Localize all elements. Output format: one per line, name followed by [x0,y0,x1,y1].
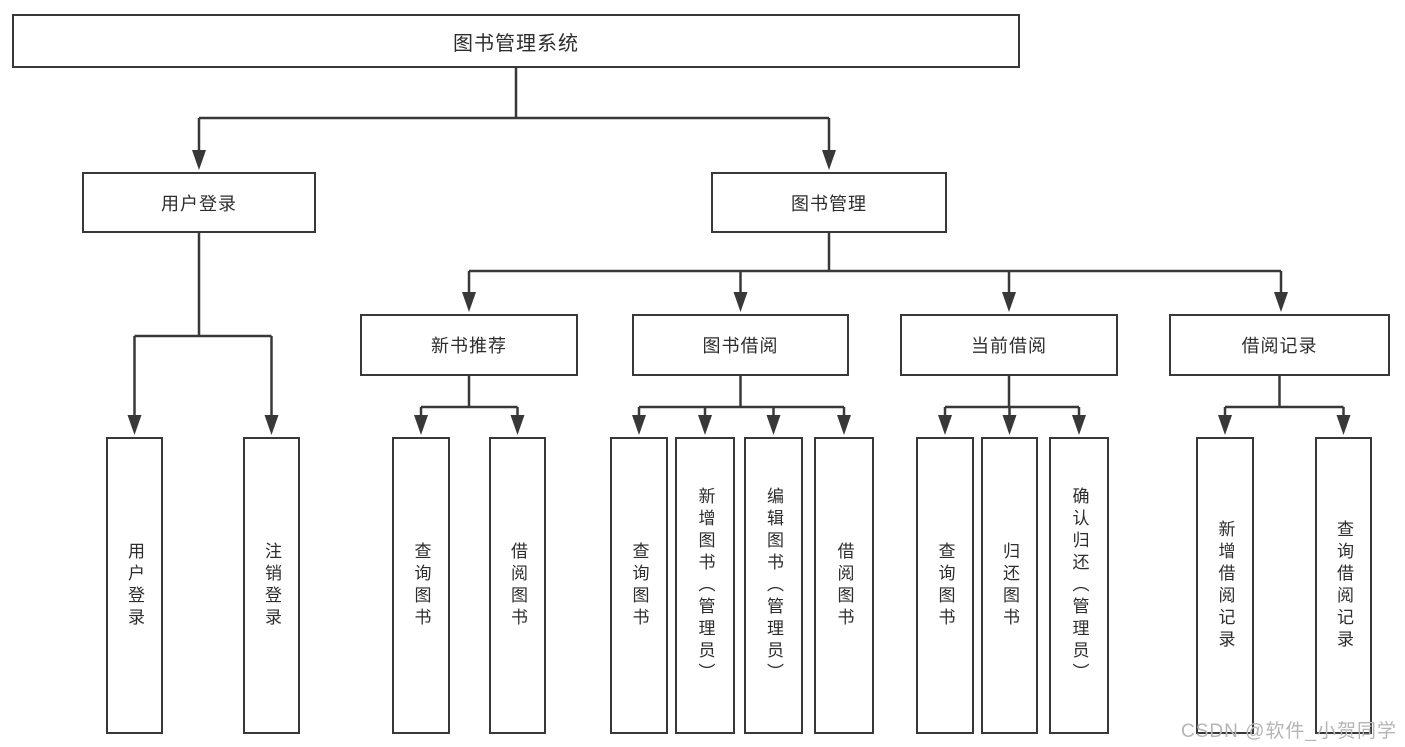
node-current-borrowing: 当前借阅 [900,314,1118,376]
edge-root [197,68,831,152]
arrow-down-icon [510,415,525,435]
leaf-label: 注销登录 [262,541,281,630]
leaf-logout: 注销登录 [243,437,300,734]
arrow-down-icon [414,415,428,435]
leaf-label: 查询借阅记录 [1334,519,1353,652]
arrow-down-icon [837,415,851,435]
leaf-return-books: 归还图书 [981,437,1038,734]
leaf-add-borrow-record: 新增借阅记录 [1196,437,1254,734]
leaf-label: 查询图书 [411,541,431,630]
leaf-label: 新增图书（管理员） [695,486,715,685]
leaf-borrow-books: 借阅图书 [489,437,546,734]
node-label: 新书推荐 [431,336,507,356]
arrow-down-icon [822,150,836,170]
leaf-label: 归还图书 [1000,541,1019,630]
arrow-down-icon [127,415,142,435]
leaf-confirm-return-admin: 确认归还（管理员） [1049,437,1109,734]
leaf-label: 查询图书 [935,541,955,630]
arrow-down-icon [1002,292,1016,312]
arrow-down-icon [733,292,748,312]
leaf-query-borrow-record: 查询借阅记录 [1315,437,1372,734]
node-label: 图书借阅 [702,336,779,356]
arrow-down-icon [462,292,476,312]
arrow-down-icon [1002,415,1017,435]
node-new-book-recommend: 新书推荐 [360,314,578,376]
arrow-down-icon [1072,415,1086,435]
node-library-system: 图书管理系统 [12,14,1020,68]
leaf-label: 确认归还（管理员） [1069,486,1089,685]
leaf-label: 借阅图书 [508,541,527,630]
edge-user-login [133,233,273,417]
leaf-add-books-admin: 新增图书（管理员） [675,437,735,734]
csdn-watermark: CSDN @软件_小贺同学 [1181,721,1397,742]
node-book-borrowing: 图书借阅 [632,314,849,376]
arrow-down-icon [632,415,646,435]
edge-current-borrow [943,376,1081,417]
node-label: 图书管理 [791,193,867,214]
node-borrowing-records: 借阅记录 [1169,314,1390,376]
arrow-down-icon [192,150,206,170]
edge-book-borrow [637,376,846,417]
arrow-down-icon [264,415,279,435]
node-user-login: 用户登录 [82,172,316,233]
leaf-borrow-books: 借阅图书 [814,437,874,734]
arrow-down-icon [1274,292,1288,312]
leaf-user-login: 用户登录 [106,437,163,734]
leaf-query-books: 查询图书 [916,437,974,734]
leaf-label: 用户登录 [125,541,144,630]
node-label: 借阅记录 [1241,336,1318,356]
arrow-down-icon [1218,415,1232,435]
leaf-label: 编辑图书（管理员） [764,486,783,685]
edge-book-mgmt [467,233,1283,294]
leaf-query-books: 查询图书 [610,437,668,734]
leaf-label: 新增借阅记录 [1215,519,1235,652]
node-book-management: 图书管理 [711,172,947,233]
arrow-down-icon [766,415,781,435]
leaf-query-books: 查询图书 [392,437,450,734]
arrow-down-icon [938,415,952,435]
node-label: 当前借阅 [971,336,1047,356]
leaf-label: 借阅图书 [834,541,854,630]
leaf-label: 查询图书 [629,541,649,630]
node-label: 用户登录 [161,193,237,214]
leaf-edit-books-admin: 编辑图书（管理员） [744,437,803,734]
arrow-down-icon [1336,415,1351,435]
edge-new-book [419,376,519,417]
arrow-down-icon [698,415,712,435]
node-label: 图书管理系统 [453,32,579,55]
edge-borrow-records [1223,376,1345,417]
